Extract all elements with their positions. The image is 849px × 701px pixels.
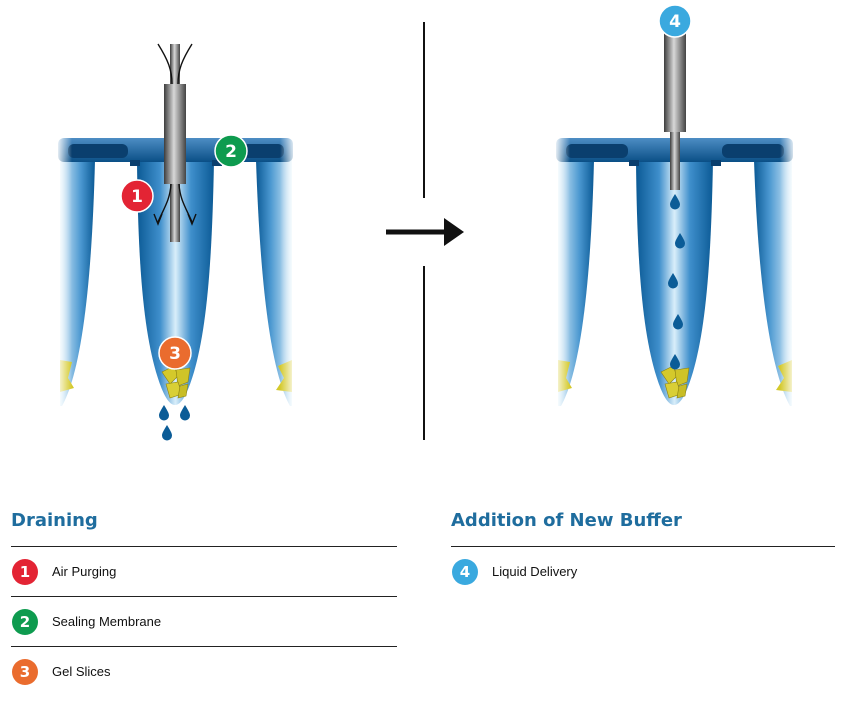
draining-panel	[56, 43, 296, 441]
draining-title: Draining	[11, 510, 98, 531]
process-diagram: 1 2 3	[56, 4, 796, 441]
buffer-section: Addition of New Buffer 4 Liquid Delivery	[451, 508, 835, 596]
legend-item-gel-slices: 3 Gel Slices	[11, 647, 397, 696]
svg-text:3: 3	[169, 344, 181, 364]
draining-section: Draining 1 Air Purging 2 Sealing Membran…	[11, 508, 397, 696]
diagram-badge-1: 1	[120, 179, 154, 213]
legend-label: Gel Slices	[52, 664, 111, 679]
legend-item-air-purging: 1 Air Purging	[11, 547, 397, 597]
buffer-legend: 4 Liquid Delivery	[451, 546, 835, 596]
badge-3: 3	[12, 658, 38, 685]
needle-body	[164, 84, 186, 184]
diagram-badge-4: 4	[658, 4, 692, 38]
drop-icon	[162, 425, 172, 441]
buffer-panel	[554, 20, 796, 411]
legend-label: Liquid Delivery	[492, 564, 578, 579]
legend-item-liquid-delivery: 4 Liquid Delivery	[451, 547, 835, 596]
legend-label: Sealing Membrane	[52, 614, 162, 629]
diagram-badge-2: 2	[214, 134, 248, 168]
gel-slices	[660, 365, 690, 399]
legend-item-sealing-membrane: 2 Sealing Membrane	[11, 597, 397, 647]
needle-tip	[670, 132, 680, 190]
plate-well	[68, 144, 128, 158]
drop-icon	[159, 405, 169, 421]
needle-tip	[170, 184, 180, 242]
badge-1: 1	[12, 558, 38, 585]
air-flow-lines	[153, 43, 197, 226]
svg-text:2: 2	[225, 142, 237, 162]
diagram-badge-3: 3	[158, 336, 192, 370]
badge-2: 2	[12, 608, 38, 635]
svg-text:4: 4	[669, 12, 681, 32]
gel-slices	[161, 365, 191, 399]
legend-label: Air Purging	[52, 564, 117, 579]
svg-text:1: 1	[131, 187, 143, 207]
drop-icon	[180, 405, 190, 421]
needle-body	[664, 20, 686, 132]
buffer-title: Addition of New Buffer	[451, 510, 682, 531]
right-arrow-icon	[386, 218, 464, 246]
badge-4: 4	[452, 558, 478, 585]
draining-legend: 1 Air Purging 2 Sealing Membrane 3 Gel S…	[11, 546, 397, 696]
